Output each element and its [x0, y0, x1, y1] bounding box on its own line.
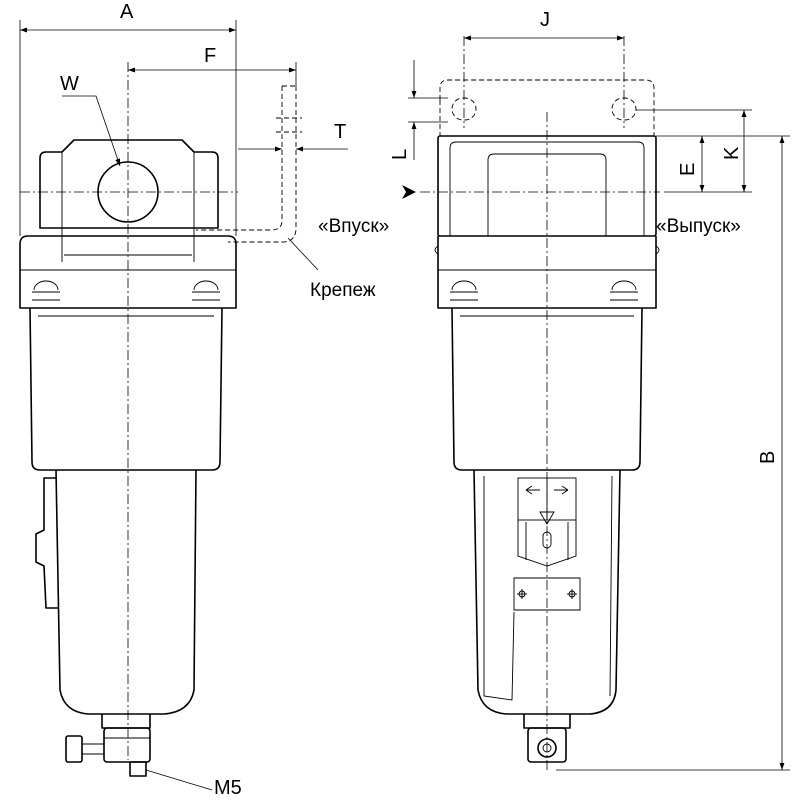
- front-view-dimensions: [408, 35, 790, 771]
- drain-thread-label-M5: M5: [214, 777, 242, 799]
- dimension-label-A: A: [120, 1, 134, 23]
- front-flange-screw-left: [450, 280, 478, 301]
- drain-knob: [65, 735, 83, 763]
- dimension-label-B: B: [757, 451, 779, 464]
- dimension-label-F: F: [204, 45, 216, 67]
- bowl-upper: [29, 307, 223, 471]
- side-view: [19, 62, 302, 777]
- front-view: [420, 36, 660, 770]
- front-flange-screw-right: [610, 280, 638, 301]
- head-block: [39, 139, 219, 229]
- flange-screw-left: [32, 280, 60, 301]
- front-flange: [437, 236, 657, 309]
- inlet-arrow: [402, 185, 416, 199]
- dimension-label-K: K: [721, 146, 743, 160]
- drain-body: [101, 714, 151, 729]
- front-bowl-upper: [451, 307, 643, 471]
- side-view-dimensions: [19, 20, 348, 791]
- sight-gauge: [517, 477, 577, 567]
- outlet-label: «Выпуск»: [656, 216, 741, 237]
- flange: [19, 235, 237, 309]
- gauge-plate: [513, 577, 581, 611]
- inlet-port-circle: [97, 161, 159, 223]
- front-head: [437, 135, 657, 237]
- dimension-label-W: W: [60, 73, 79, 95]
- mounting-bracket: [196, 86, 283, 231]
- dimension-label-L: L: [389, 149, 411, 160]
- bowl-guard: [35, 477, 58, 609]
- flange-screw-right: [192, 280, 220, 301]
- bowl-lower: [55, 469, 197, 715]
- bracket-label: Крепеж: [310, 280, 376, 301]
- dimension-label-J: J: [540, 9, 550, 31]
- dimension-label-T: T: [334, 121, 346, 143]
- front-bowl-lower: [473, 469, 621, 715]
- dimension-label-E: E: [677, 163, 699, 176]
- inlet-label: «Впуск»: [318, 216, 389, 237]
- front-bracket: [439, 79, 655, 136]
